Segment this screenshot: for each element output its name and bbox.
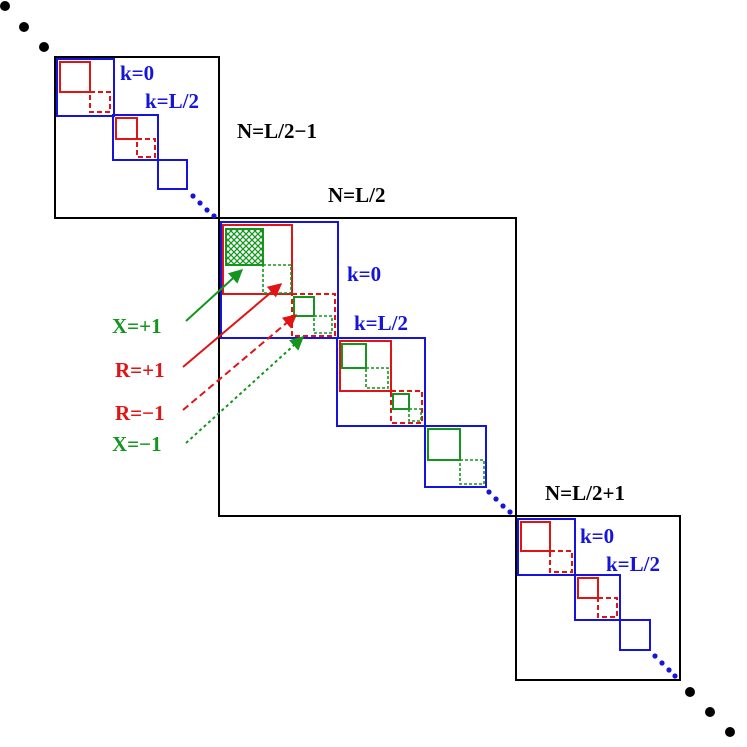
momentum-block-kL2 (112, 114, 159, 161)
arrow-r-minus (182, 314, 298, 411)
ellipsis-dot (0, 1, 10, 11)
arrow-x-plus (185, 269, 244, 322)
momentum-label-kL2: k=L/2 (606, 552, 660, 576)
sector-block (515, 515, 681, 681)
arrow-r-plus (182, 283, 283, 368)
ellipsis-dot (39, 42, 49, 52)
reflection-block-minus (390, 390, 423, 424)
symmetry-label-x-minus: X=−1 (112, 432, 162, 456)
particle-hole-block-minus (365, 367, 389, 389)
ellipsis-dot (725, 727, 735, 737)
ellipsis-dot (486, 489, 492, 495)
particle-hole-block-plus (341, 343, 367, 369)
reflection-block-minus (136, 138, 156, 158)
symmetry-label-r-minus: R=−1 (115, 401, 165, 425)
momentum-block-k0 (517, 518, 576, 576)
momentum-block (619, 619, 651, 651)
ellipsis-dot (493, 496, 499, 502)
momentum-label-k0: k=0 (580, 524, 614, 548)
momentum-block-kL2 (336, 337, 426, 427)
ellipsis-dot (705, 707, 715, 717)
particle-hole-block-minus (408, 408, 422, 422)
momentum-label-kL2: k=L/2 (354, 311, 408, 335)
ellipsis-dot (19, 22, 29, 32)
momentum-block-k0 (56, 58, 115, 117)
momentum-block-kL2 (574, 574, 621, 621)
ellipsis-dot (659, 660, 665, 666)
particle-hole-block-plus (293, 296, 315, 317)
sector-block (218, 217, 517, 517)
momentum-label-k0: k=0 (120, 61, 154, 85)
particle-hole-block-plus (392, 393, 410, 410)
reflection-block-plus (339, 340, 392, 392)
particle-hole-block-plus (427, 428, 461, 461)
reflection-block-minus (549, 550, 573, 573)
reflection-block-plus (222, 224, 293, 295)
ellipsis-dot (190, 193, 196, 199)
particle-hole-block-plus (225, 228, 264, 266)
symmetry-label-x-plus: X=+1 (112, 314, 162, 338)
particle-hole-block-minus (313, 315, 333, 334)
momentum-block (424, 425, 487, 488)
sector-last: N=L/2+1 k=0 k=L/2 (515, 481, 681, 681)
reflection-block-plus (115, 117, 138, 140)
reflection-block-plus (577, 577, 599, 599)
sector-middle: N=L/2 k=0 k=L/2 X=+1 R=+1 R=−1 X=−1 (112, 183, 517, 517)
ellipsis-dot (507, 509, 513, 515)
reflection-block-minus (89, 91, 111, 113)
reflection-block-minus (597, 597, 618, 618)
sector-label: N=L/2+1 (545, 481, 625, 505)
ellipsis-dot (204, 207, 210, 213)
particle-hole-block-minus (459, 459, 485, 485)
sector-label: N=L/2−1 (237, 119, 317, 143)
reflection-block-plus (59, 61, 91, 93)
sector-block (54, 56, 220, 219)
ellipsis-dot (652, 653, 658, 659)
momentum-label-kL2: k=L/2 (145, 89, 199, 113)
ellipsis-dot (666, 667, 672, 673)
sector-first: N=L/2−1 k=0 k=L/2 (54, 56, 317, 219)
symmetry-label-r-plus: R=+1 (115, 358, 165, 382)
particle-hole-block-minus (262, 264, 292, 294)
arrow-x-minus (185, 336, 305, 444)
reflection-block-plus (520, 521, 551, 552)
momentum-block (157, 159, 188, 190)
ellipsis-dot (500, 503, 506, 509)
ellipsis-dot (672, 673, 678, 679)
ellipsis-dot (211, 213, 217, 219)
ellipsis-dot (197, 200, 203, 206)
ellipsis-dot (685, 687, 695, 697)
momentum-label-k0: k=0 (347, 262, 381, 286)
sector-label: N=L/2 (328, 183, 385, 207)
momentum-block-k0 (220, 221, 339, 339)
